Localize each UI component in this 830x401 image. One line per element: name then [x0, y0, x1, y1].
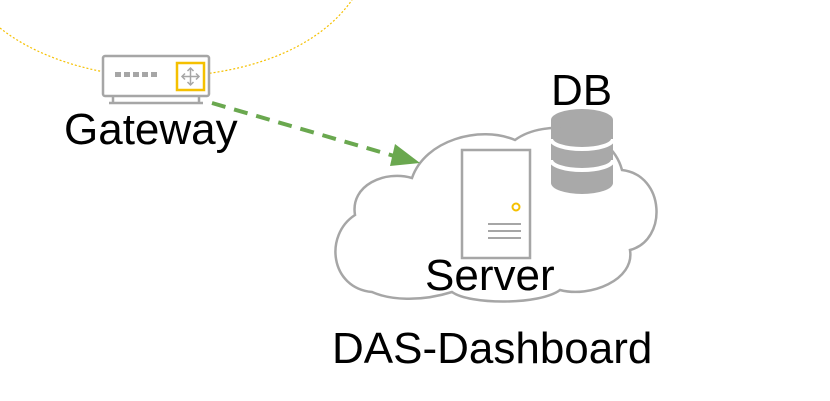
server-label: Server — [425, 251, 555, 300]
connection-arrowhead — [390, 144, 420, 166]
gateway-icon — [101, 54, 211, 105]
db-label: DB — [551, 66, 612, 115]
gateway-label: Gateway — [64, 105, 238, 154]
gateway-to-cloud-connection — [211, 101, 409, 162]
cloud-label: DAS-Dashboard — [332, 324, 652, 373]
server-icon — [460, 148, 532, 260]
database-icon — [549, 109, 615, 194]
